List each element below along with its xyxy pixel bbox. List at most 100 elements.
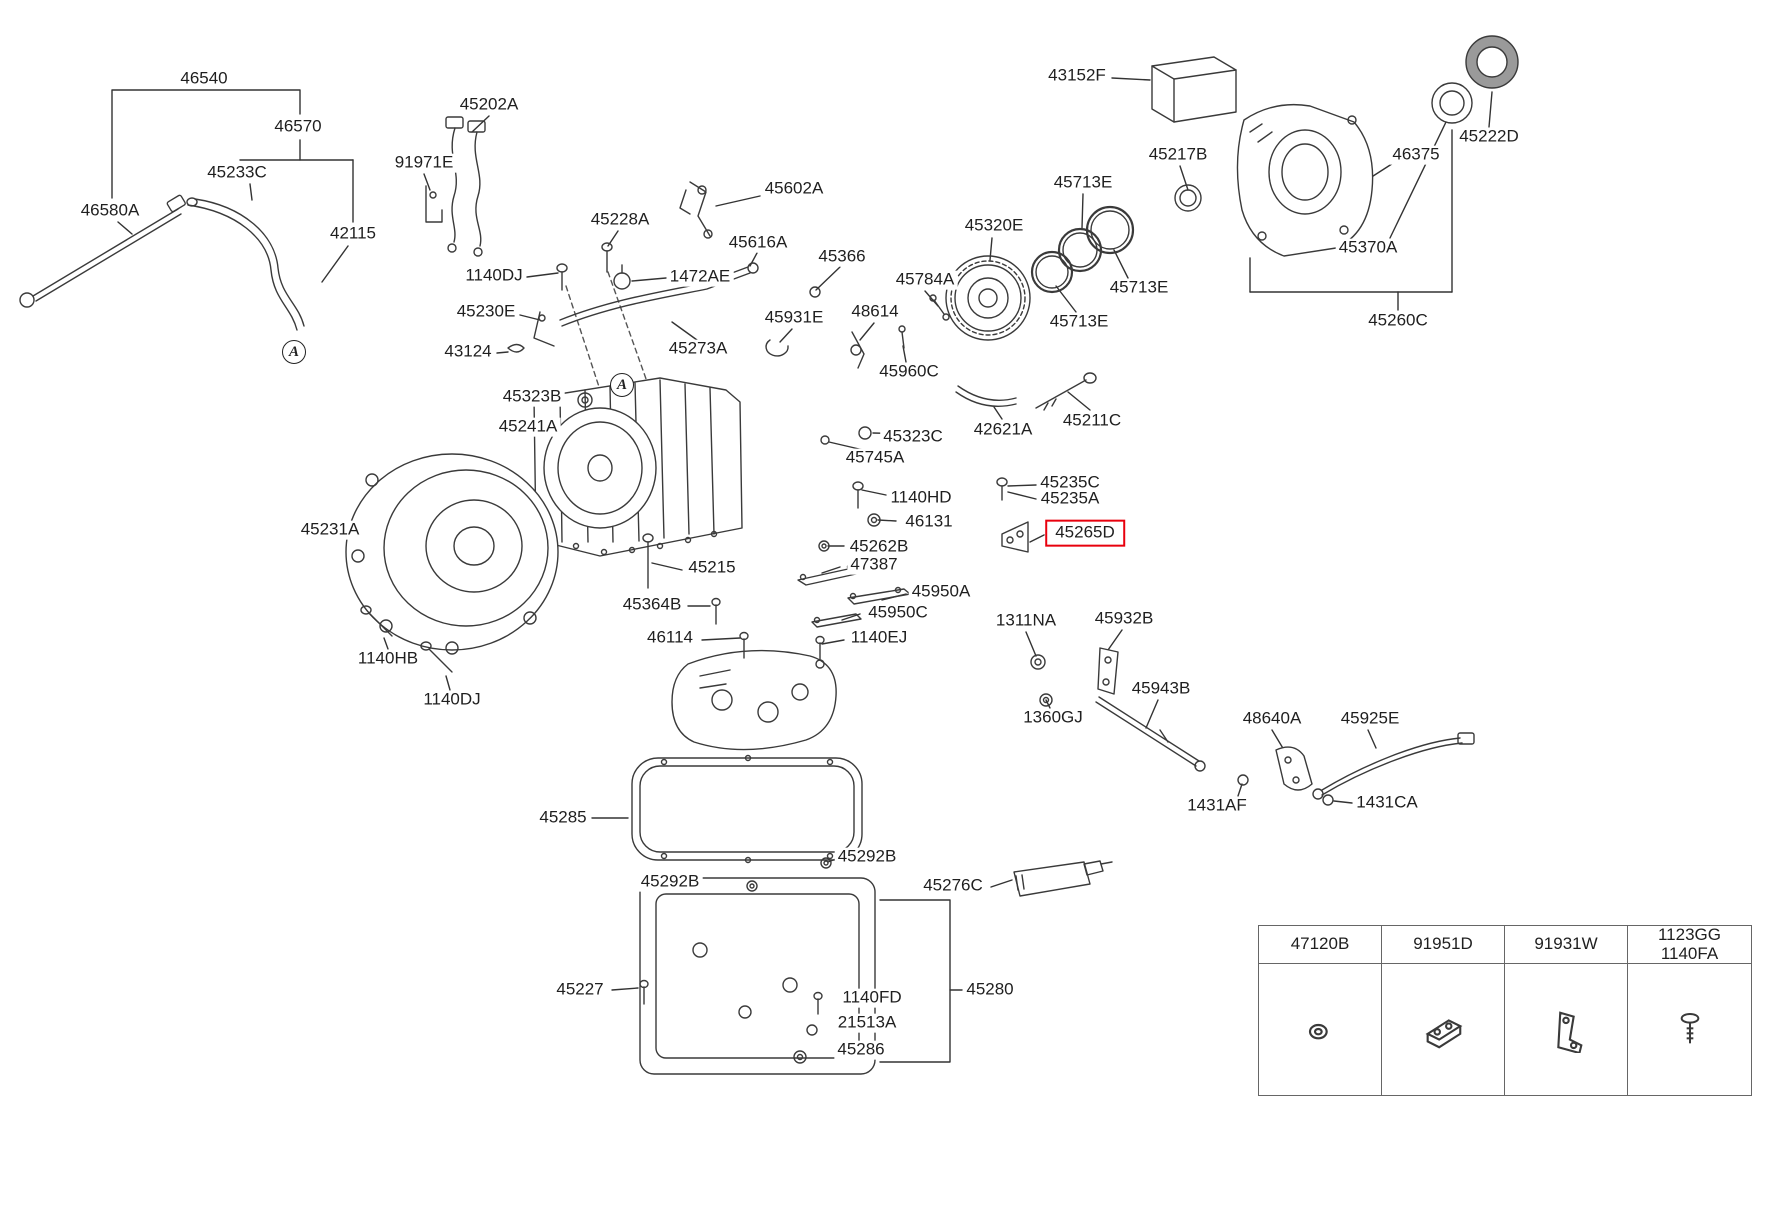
oil-pan-gasket-art: [631, 754, 863, 864]
part-label[interactable]: 45286: [834, 1040, 888, 1060]
part-label[interactable]: 91971E: [391, 153, 457, 173]
control-box-art: [1151, 56, 1237, 123]
part-label[interactable]: 46540: [177, 69, 231, 89]
part-label[interactable]: 45292B: [834, 847, 900, 867]
part-label[interactable]: 45231A: [297, 520, 363, 540]
part-label[interactable]: 21513A: [834, 1013, 900, 1033]
dipstick-tube-art: [186, 197, 305, 331]
part-label-highlighted[interactable]: 45265D: [1045, 519, 1125, 547]
part-label[interactable]: 42115: [326, 224, 380, 244]
callout-a: A: [610, 373, 634, 397]
oil-pan-art: [639, 857, 876, 1075]
part-label[interactable]: 45960C: [876, 362, 942, 382]
part-label[interactable]: 1140DJ: [462, 266, 526, 286]
part-label[interactable]: 45616A: [725, 233, 791, 253]
bolt-icon: [1680, 1012, 1699, 1043]
fastener-table-header: 91951D: [1382, 926, 1505, 964]
part-label[interactable]: 1431AF: [1184, 796, 1250, 816]
part-label[interactable]: 45233C: [204, 163, 270, 183]
part-label[interactable]: 1140HB: [354, 649, 422, 669]
case-fasteners-art: [360, 426, 1029, 673]
grommet-icon: [1308, 1023, 1328, 1039]
part-label[interactable]: 45925E: [1337, 709, 1403, 729]
part-label[interactable]: 1140HD: [887, 488, 955, 508]
part-label[interactable]: 45950A: [908, 582, 974, 602]
fastener-table-cell: [1628, 964, 1751, 1095]
fastener-table-header: 1123GG 1140FA: [1628, 925, 1751, 964]
part-label[interactable]: 45217B: [1145, 145, 1211, 165]
fastener-table-header: 91931W: [1505, 926, 1628, 964]
part-label[interactable]: 45262B: [846, 537, 912, 557]
part-label[interactable]: 45292B: [637, 872, 703, 892]
part-label[interactable]: 45276C: [920, 876, 986, 896]
part-label[interactable]: 45273A: [665, 339, 731, 359]
shift-lever-art: [679, 181, 950, 369]
part-label[interactable]: 45202A: [456, 95, 522, 115]
callout-a: A: [282, 340, 306, 364]
part-label[interactable]: 1311NA: [992, 611, 1060, 631]
part-label[interactable]: 45235A: [1037, 489, 1103, 509]
part-label[interactable]: 43124: [441, 342, 495, 362]
sealant-tube-art: [1013, 860, 1113, 897]
clip-icon: [1425, 1018, 1463, 1048]
part-label[interactable]: 45320E: [961, 216, 1027, 236]
part-label[interactable]: 45784A: [892, 270, 958, 290]
valve-body-art: [671, 631, 837, 751]
part-label[interactable]: 45366: [815, 247, 869, 267]
fastener-table-cell: [1259, 964, 1382, 1095]
part-label[interactable]: 1431CA: [1353, 793, 1421, 813]
part-label[interactable]: 45235C: [1037, 473, 1103, 493]
transmission-case-art: [533, 377, 743, 557]
part-label[interactable]: 45260C: [1365, 311, 1431, 331]
part-label[interactable]: 46375: [1389, 145, 1443, 165]
part-label[interactable]: 43152F: [1045, 66, 1109, 86]
part-label[interactable]: 45370A: [1335, 238, 1401, 258]
fastener-table: 47120B 91951D 91931W 1123GG 1140FA: [1258, 925, 1752, 1096]
part-label[interactable]: 45222D: [1456, 127, 1522, 147]
part-label[interactable]: 1140EJ: [847, 628, 911, 648]
part-label[interactable]: 45713E: [1106, 278, 1172, 298]
part-label[interactable]: 45280: [963, 980, 1017, 1000]
part-label[interactable]: 45227: [553, 980, 607, 1000]
clutch-drum-art: [945, 205, 1135, 341]
part-label[interactable]: 47387: [847, 555, 901, 575]
bell-housing-art: [345, 453, 559, 655]
part-label[interactable]: 45241A: [495, 417, 561, 437]
part-label[interactable]: 46570: [271, 117, 325, 137]
part-label[interactable]: 1360GJ: [1020, 708, 1086, 728]
part-label[interactable]: 1472AE: [666, 267, 734, 287]
part-label[interactable]: 45745A: [842, 448, 908, 468]
part-label[interactable]: 1140FD: [839, 988, 905, 1008]
part-label[interactable]: 45943B: [1128, 679, 1194, 699]
part-label[interactable]: 45323B: [499, 387, 565, 407]
part-label[interactable]: 45215: [685, 558, 739, 578]
part-label[interactable]: 45230E: [453, 302, 519, 322]
part-label[interactable]: 45364B: [619, 595, 685, 615]
part-label[interactable]: 45713E: [1050, 173, 1116, 193]
bracket-icon: [1557, 1010, 1583, 1053]
part-label[interactable]: 45323C: [880, 427, 946, 447]
part-label[interactable]: 45931E: [761, 308, 827, 328]
part-label[interactable]: 1140DJ: [420, 690, 484, 710]
part-label[interactable]: 46131: [902, 512, 956, 532]
part-label[interactable]: 46114: [643, 628, 697, 648]
part-label[interactable]: 45950C: [865, 603, 931, 623]
extension-housing-art: [1174, 35, 1519, 257]
part-label[interactable]: 45285: [536, 808, 590, 828]
part-label[interactable]: 45602A: [761, 179, 827, 199]
part-label[interactable]: 45932B: [1091, 609, 1157, 629]
part-label[interactable]: 45228A: [587, 210, 653, 230]
part-label[interactable]: 48614: [848, 302, 902, 322]
part-label[interactable]: 45211C: [1059, 411, 1125, 431]
part-label[interactable]: 46580A: [77, 201, 143, 221]
part-label[interactable]: 48640A: [1239, 709, 1305, 729]
part-label[interactable]: 45713E: [1046, 312, 1112, 332]
speedometer-cable-art: [19, 194, 186, 308]
wiring-harness-art: [445, 116, 486, 257]
fastener-table-cell: [1505, 964, 1628, 1095]
small-brackets-art: [425, 185, 631, 353]
part-label[interactable]: 42621A: [970, 420, 1036, 440]
